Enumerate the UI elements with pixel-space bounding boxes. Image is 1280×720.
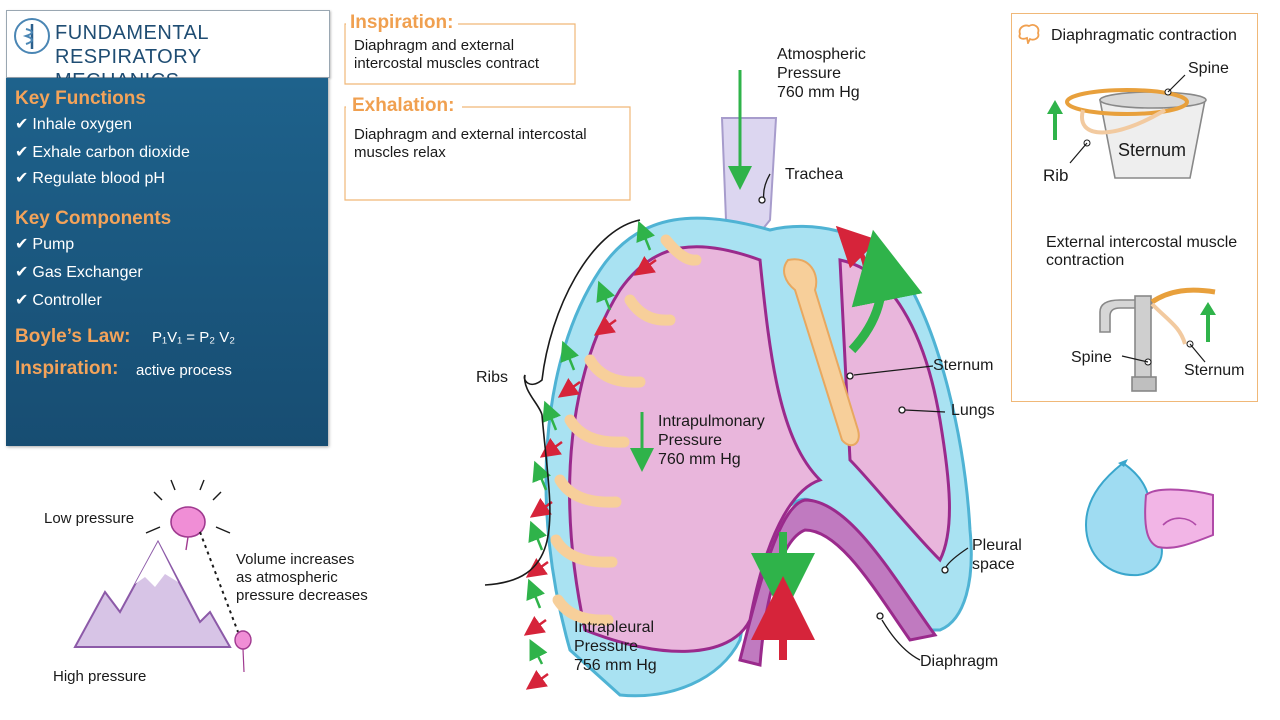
summary-panel: Key Functions ✔Inhale oxygen ✔Exhale car…	[6, 78, 328, 446]
key-component-item: ✔Pump	[15, 236, 75, 253]
sternum-pump-label: Sternum	[1184, 362, 1245, 379]
trachea-label: Trachea	[785, 166, 844, 183]
balloon-mountain-illustration	[73, 479, 252, 673]
atmospheric-pressure-label: Atmospheric Pressure 760 mm Hg	[777, 46, 866, 101]
sternum-label: Sternum	[933, 357, 994, 374]
key-function-item: ✔Inhale oxygen	[15, 116, 133, 133]
rib	[550, 534, 618, 568]
key-functions-heading: Key Functions	[15, 88, 146, 109]
rib	[554, 474, 622, 508]
rib	[624, 294, 676, 326]
exhalation-box-text: Diaphragm and external intercostal muscl…	[354, 126, 587, 161]
intercostal-title: External intercostal muscle contraction	[1046, 234, 1238, 269]
caduceus-icon	[14, 18, 50, 54]
brain-icon	[1018, 24, 1040, 44]
inspiration-value: active process	[136, 362, 232, 379]
diaphragmatic-title: Diaphragmatic contraction	[1051, 27, 1237, 44]
exhalation-box-heading: Exhalation:	[352, 95, 455, 116]
ribs-label: Ribs	[476, 369, 509, 386]
rib	[584, 354, 646, 388]
sternum	[783, 258, 860, 447]
key-function-item: ✔Exhale carbon dioxide	[15, 144, 190, 161]
inspiration-box-heading: Inspiration:	[350, 12, 454, 33]
mechanics-panel	[1011, 13, 1258, 402]
key-function-item: ✔Regulate blood pH	[15, 170, 165, 187]
ribs-bracket	[484, 219, 641, 586]
key-component-item: ✔Controller	[15, 292, 102, 309]
pump-handle-illustration	[1099, 287, 1216, 392]
rib	[564, 414, 630, 448]
diaphragm-label: Diaphragm	[920, 653, 999, 670]
inspiration-box-text: Diaphragm and external intercostal muscl…	[354, 37, 540, 72]
bucket-handle-illustration	[1047, 74, 1207, 179]
pleural-space-label: Pleural space	[972, 537, 1022, 573]
lungs-label: Lungs	[951, 402, 995, 419]
inspiration-heading: Inspiration:	[15, 358, 119, 379]
key-component-item: ✔Gas Exchanger	[15, 264, 143, 281]
volume-increases-label: Volume increases as atmospheric pressure…	[236, 551, 368, 604]
boyles-law-heading: Boyle’s Law:	[15, 326, 131, 347]
rib-label: Rib	[1043, 166, 1069, 185]
lung-diagram	[484, 70, 973, 698]
intrapleural-label: Intrapleural Pressure 756 mm Hg	[574, 619, 657, 674]
key-components-heading: Key Components	[15, 208, 172, 229]
title-card: FUNDAMENTAL RESPIRATORY MECHANICS	[6, 10, 330, 92]
spine-label: Spine	[1188, 60, 1229, 77]
sternum-bucket-label: Sternum	[1118, 140, 1187, 160]
rib	[660, 234, 702, 266]
page-title: FUNDAMENTAL RESPIRATORY MECHANICS	[55, 22, 210, 92]
low-pressure-label: Low pressure	[44, 510, 135, 527]
boyles-law-formula: P₁V₁ = P₂ V₂	[152, 329, 236, 346]
squeezed-balloon-illustration	[1084, 459, 1214, 577]
intrapulmonary-label: Intrapulmonary Pressure 760 mm Hg	[658, 413, 765, 468]
left-lung	[568, 245, 823, 653]
phase-boxes-frame	[344, 23, 631, 201]
rib	[552, 594, 614, 626]
high-pressure-label: High pressure	[53, 668, 147, 685]
spine-pump-label: Spine	[1071, 349, 1112, 366]
